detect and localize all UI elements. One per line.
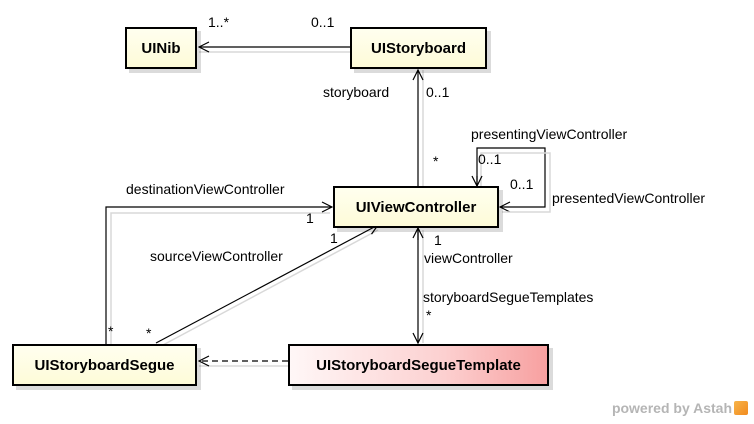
edge-template-segue-dependency	[199, 361, 288, 367]
label-source-multiplicity: 1	[330, 230, 338, 246]
label-presented-role: presentedViewController	[552, 190, 706, 206]
label-vc-star: *	[433, 153, 439, 169]
label-segue-star-left: *	[108, 323, 114, 339]
label-templates-multiplicity: *	[426, 307, 432, 323]
astah-logo-icon	[734, 401, 748, 415]
footer-text: powered by Astah	[611, 400, 732, 416]
label-presented-multiplicity: 0..1	[510, 176, 534, 192]
label-storyboard-multiplicity-top: 0..1	[311, 14, 335, 30]
label-viewcontroller-role: viewController	[424, 250, 513, 266]
class-uistoryboardsegue[interactable]: UIStoryboardSegue	[12, 344, 197, 386]
class-uistoryboard-label: UIStoryboard	[370, 39, 466, 57]
edge-vc-templates	[418, 228, 424, 343]
edge-segue-source	[155, 225, 378, 346]
label-destination-multiplicity: 1	[306, 210, 314, 226]
label-templates-role: storyboardSegueTemplates	[423, 289, 594, 305]
edge-segue-destination	[105, 207, 332, 345]
label-storyboard-role: storyboard	[323, 84, 390, 100]
label-presenting-role: presentingViewController	[471, 126, 628, 142]
label-segue-star-right: *	[146, 325, 152, 341]
class-uinib[interactable]: UINib	[125, 27, 197, 69]
label-storyboard-multiplicity: 0..1	[426, 84, 450, 100]
edge-storyboard-nib	[199, 47, 351, 53]
label-presenting-multiplicity: 0..1	[478, 151, 502, 167]
edge-vc-storyboard	[418, 70, 424, 186]
edge-vc-self	[477, 147, 551, 213]
label-source-role: sourceViewController	[150, 248, 283, 264]
class-uistoryboardseguetemplate[interactable]: UIStoryboardSegueTemplate	[288, 344, 549, 386]
class-uiviewcontroller[interactable]: UIViewController	[333, 186, 499, 228]
class-uistoryboard[interactable]: UIStoryboard	[350, 27, 487, 69]
footer: powered by Astah	[612, 400, 748, 416]
class-uiviewcontroller-label: UIViewController	[355, 198, 477, 216]
class-uistoryboardsegue-label: UIStoryboardSegue	[34, 356, 175, 374]
class-uistoryboardseguetemplate-label: UIStoryboardSegueTemplate	[316, 356, 521, 374]
label-templates-vc-multiplicity: 1	[434, 232, 442, 248]
label-nib-multiplicity: 1..*	[208, 14, 230, 30]
label-destination-role: destinationViewController	[126, 181, 285, 197]
class-uinib-label: UINib	[141, 39, 181, 57]
